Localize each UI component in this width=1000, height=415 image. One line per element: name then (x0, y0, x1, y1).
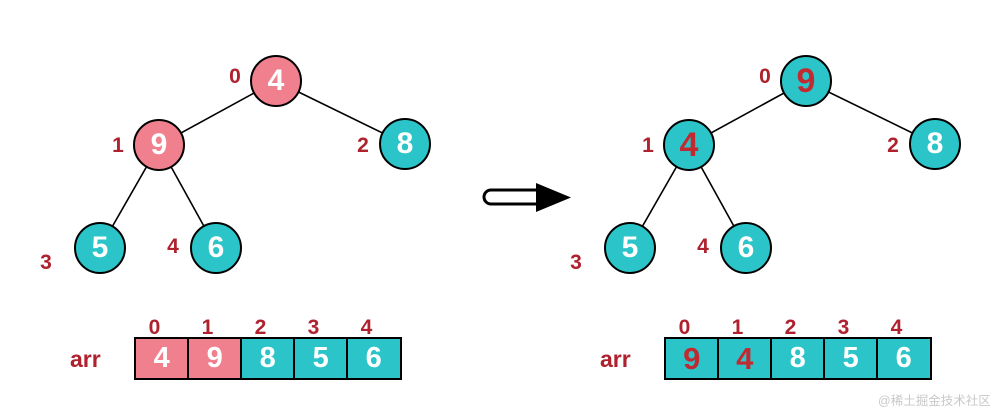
node-value: 9 (796, 62, 816, 100)
cell-value: 6 (365, 342, 382, 374)
cell-value: 5 (312, 342, 329, 374)
cell-value: 4 (736, 341, 754, 376)
cell-value: 9 (683, 341, 701, 376)
array-index: 1 (201, 316, 214, 339)
node-value: 6 (737, 231, 755, 264)
array-name-label: arr (600, 346, 631, 372)
watermark: @稀土掘金技术社区 (878, 394, 991, 408)
array-index: 3 (307, 316, 320, 339)
array-cell: 5 (823, 337, 879, 380)
node-index-label: 4 (697, 235, 709, 258)
array-index: 4 (360, 316, 373, 339)
tree-node-root: 9 (780, 55, 832, 107)
array-index-row: 0 1 2 3 4 (128, 317, 393, 339)
array-index: 4 (890, 316, 903, 339)
array-cell: 6 (876, 337, 932, 380)
array-cell: 5 (293, 337, 349, 380)
array-cell-row: 4 9 8 5 6 (134, 337, 402, 380)
node-index-label: 2 (887, 134, 899, 157)
node-value: 9 (150, 128, 168, 161)
node-index-label: 4 (167, 235, 179, 258)
cell-value: 4 (153, 342, 170, 374)
array-cell: 9 (664, 337, 720, 380)
tree-node: 5 (604, 222, 656, 274)
node-index-label: 2 (357, 134, 369, 157)
array-index: 3 (837, 316, 850, 339)
node-value: 8 (396, 127, 414, 160)
node-value: 5 (621, 231, 639, 264)
cell-value: 8 (789, 342, 806, 374)
node-value: 6 (207, 231, 225, 264)
array-cell: 4 (134, 337, 190, 380)
tree-node: 5 (74, 222, 126, 274)
node-value: 8 (926, 127, 944, 160)
cell-value: 5 (842, 342, 859, 374)
node-index-label: 0 (229, 65, 241, 88)
array-index: 2 (784, 316, 797, 339)
node-index-label: 1 (642, 134, 654, 157)
array-name-label: arr (70, 346, 101, 372)
node-value: 4 (679, 126, 699, 164)
transform-arrow (482, 183, 571, 212)
cell-value: 6 (895, 342, 912, 374)
array-cell: 4 (717, 337, 773, 380)
cell-value: 8 (259, 342, 276, 374)
tree-node: 4 (663, 119, 715, 171)
array-index: 0 (148, 316, 161, 339)
array-cell-row: 9 4 8 5 6 (664, 337, 932, 380)
tree-node-root: 4 (250, 55, 302, 107)
array-cell: 8 (770, 337, 826, 380)
tree-node: 8 (379, 118, 431, 170)
array-index-row: 0 1 2 3 4 (658, 317, 923, 339)
node-index-label: 1 (112, 134, 124, 157)
array-index: 2 (254, 316, 267, 339)
node-index-label: 3 (40, 251, 52, 274)
node-value: 4 (267, 64, 285, 97)
array-index: 1 (731, 316, 744, 339)
array-cell: 8 (240, 337, 296, 380)
node-value: 5 (91, 231, 109, 264)
array-index: 0 (678, 316, 691, 339)
tree-node: 9 (133, 119, 185, 171)
node-index-label: 3 (570, 251, 582, 274)
tree-node: 6 (190, 222, 242, 274)
node-index-label: 0 (759, 65, 771, 88)
cell-value: 9 (206, 342, 223, 374)
tree-node: 6 (720, 222, 772, 274)
array-cell: 6 (346, 337, 402, 380)
tree-node: 8 (909, 118, 961, 170)
array-cell: 9 (187, 337, 243, 380)
